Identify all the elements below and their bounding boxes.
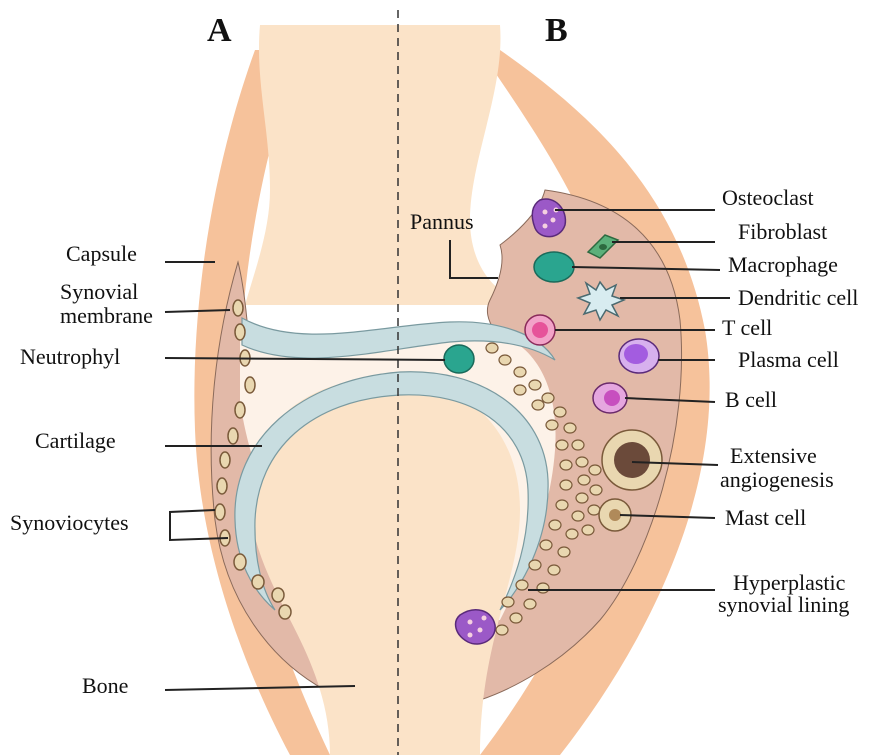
label-osteoclast: Osteoclast — [722, 188, 814, 208]
panel-label-a: A — [207, 12, 232, 50]
bone-upper — [245, 25, 540, 305]
blood-vessel-large — [602, 430, 662, 490]
t-cell — [525, 315, 555, 345]
label-membrane: membrane — [60, 306, 153, 326]
label-synovial: Synovial — [60, 282, 138, 302]
label-pannus: Pannus — [410, 212, 474, 232]
label-capsule: Capsule — [66, 244, 137, 264]
label-b-cell: B cell — [725, 390, 777, 410]
label-plasma-cell: Plasma cell — [738, 350, 839, 370]
label-synoviocytes: Synoviocytes — [10, 513, 129, 533]
label-fibroblast: Fibroblast — [738, 222, 827, 242]
plasma-cell — [619, 339, 659, 373]
label-extensive: Extensive — [730, 446, 817, 466]
label-bone: Bone — [82, 676, 128, 696]
macrophage-cell — [534, 252, 574, 282]
label-hyperplastic: Hyperplastic — [733, 573, 845, 593]
label-macrophage: Macrophage — [728, 255, 838, 275]
label-t-cell: T cell — [722, 318, 772, 338]
label-dendritic-cell: Dendritic cell — [738, 288, 858, 308]
label-angiogenesis: angiogenesis — [720, 470, 834, 490]
b-cell — [593, 383, 627, 413]
label-mast-cell: Mast cell — [725, 508, 806, 528]
label-neutrophyl: Neutrophyl — [20, 347, 120, 367]
neutrophyl-cell — [444, 345, 474, 373]
label-synovial-lining: synovial lining — [718, 595, 849, 615]
panel-label-b: B — [545, 12, 568, 50]
label-cartilage: Cartilage — [35, 431, 116, 451]
